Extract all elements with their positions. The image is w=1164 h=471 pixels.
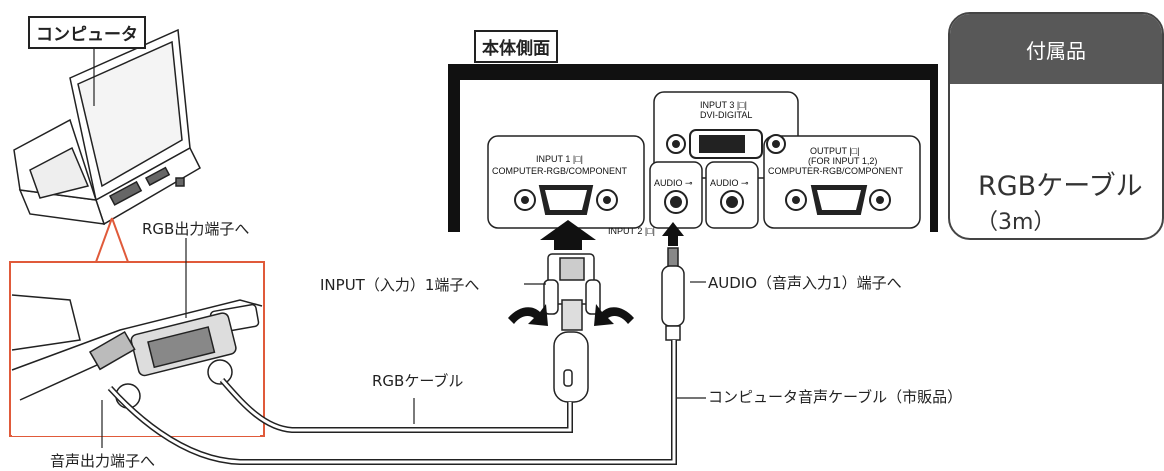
accessory-box: 付属品 RGBケーブル （3m） [948, 12, 1164, 240]
input2-partial-text: INPUT 2 |□| [608, 226, 655, 236]
zoom-detail [11, 280, 263, 436]
accessory-title: 付属品 [950, 14, 1162, 84]
dvi-text: DVI-DIGITAL [700, 110, 753, 120]
accessory-cable-label: RGBケーブル [978, 171, 1143, 202]
side-panel-label: 本体側面 [474, 30, 558, 63]
output-sub-text: COMPUTER-RGB/COMPONENT [768, 166, 903, 176]
pc-audio-cable-label: コンピュータ音声ケーブル（市販品） [708, 388, 963, 406]
audio-cable-inner [108, 340, 676, 464]
audio-in-label: AUDIO（音声入力1）端子へ [708, 274, 902, 292]
audio-plug [661, 247, 685, 341]
rgb-cable-inner [220, 378, 572, 432]
audio-out-label: 音声出力端子へ [50, 452, 156, 470]
input1-vga-port [514, 185, 618, 215]
output-for-text: (FOR INPUT 1,2) [808, 156, 878, 166]
screw-arrows [508, 304, 634, 326]
dvi-port [666, 129, 786, 159]
vga-plug [543, 253, 601, 403]
output-text: OUTPUT |□| [810, 146, 860, 156]
insert-arrows [540, 220, 684, 250]
input3-text: INPUT 3 |□| [700, 100, 747, 110]
rgb-out-label: RGB出力端子へ [142, 220, 250, 238]
audio1-text: AUDIO ⊸ [654, 178, 693, 188]
computer-label: コンピュータ [28, 16, 146, 49]
input1-sub-text: COMPUTER-RGB/COMPONENT [492, 166, 627, 176]
accessory-length-label: （3m） [976, 210, 1056, 235]
audio2-text: AUDIO ⊸ [710, 178, 749, 188]
input1-label: INPUT（入力）1端子へ [320, 276, 480, 294]
output-vga-port [785, 185, 891, 215]
laptop-illustration [13, 28, 201, 226]
rgb-cable-label: RGBケーブル [372, 372, 464, 390]
leader-lines [93, 40, 706, 448]
audio-ports [664, 190, 744, 214]
input1-text: INPUT 1 |□| [536, 154, 583, 164]
